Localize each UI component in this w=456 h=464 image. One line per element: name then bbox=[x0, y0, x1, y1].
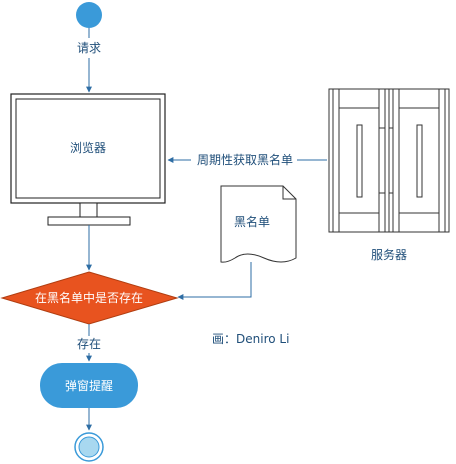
request-label: 请求 bbox=[77, 41, 101, 55]
browser-monitor bbox=[10, 93, 166, 226]
server-rack bbox=[328, 88, 450, 233]
periodic-fetch-label: 周期性获取黑名单 bbox=[197, 152, 293, 167]
start-node bbox=[76, 2, 102, 28]
connector-blacklist-decision bbox=[177, 262, 252, 300]
blacklist-label: 黑名单 bbox=[234, 214, 270, 229]
exists-label: 存在 bbox=[77, 337, 101, 351]
browser-label: 浏览器 bbox=[70, 140, 106, 155]
end-node-inner bbox=[78, 436, 100, 458]
popup-label: 弹窗提醒 bbox=[65, 378, 113, 393]
blacklist-document bbox=[220, 185, 297, 263]
popup-node bbox=[40, 363, 138, 408]
decision-label: 在黑名单中是否存在 bbox=[35, 290, 143, 305]
author-credit: 画：Deniro Li bbox=[212, 332, 289, 346]
server-label: 服务器 bbox=[371, 247, 407, 262]
